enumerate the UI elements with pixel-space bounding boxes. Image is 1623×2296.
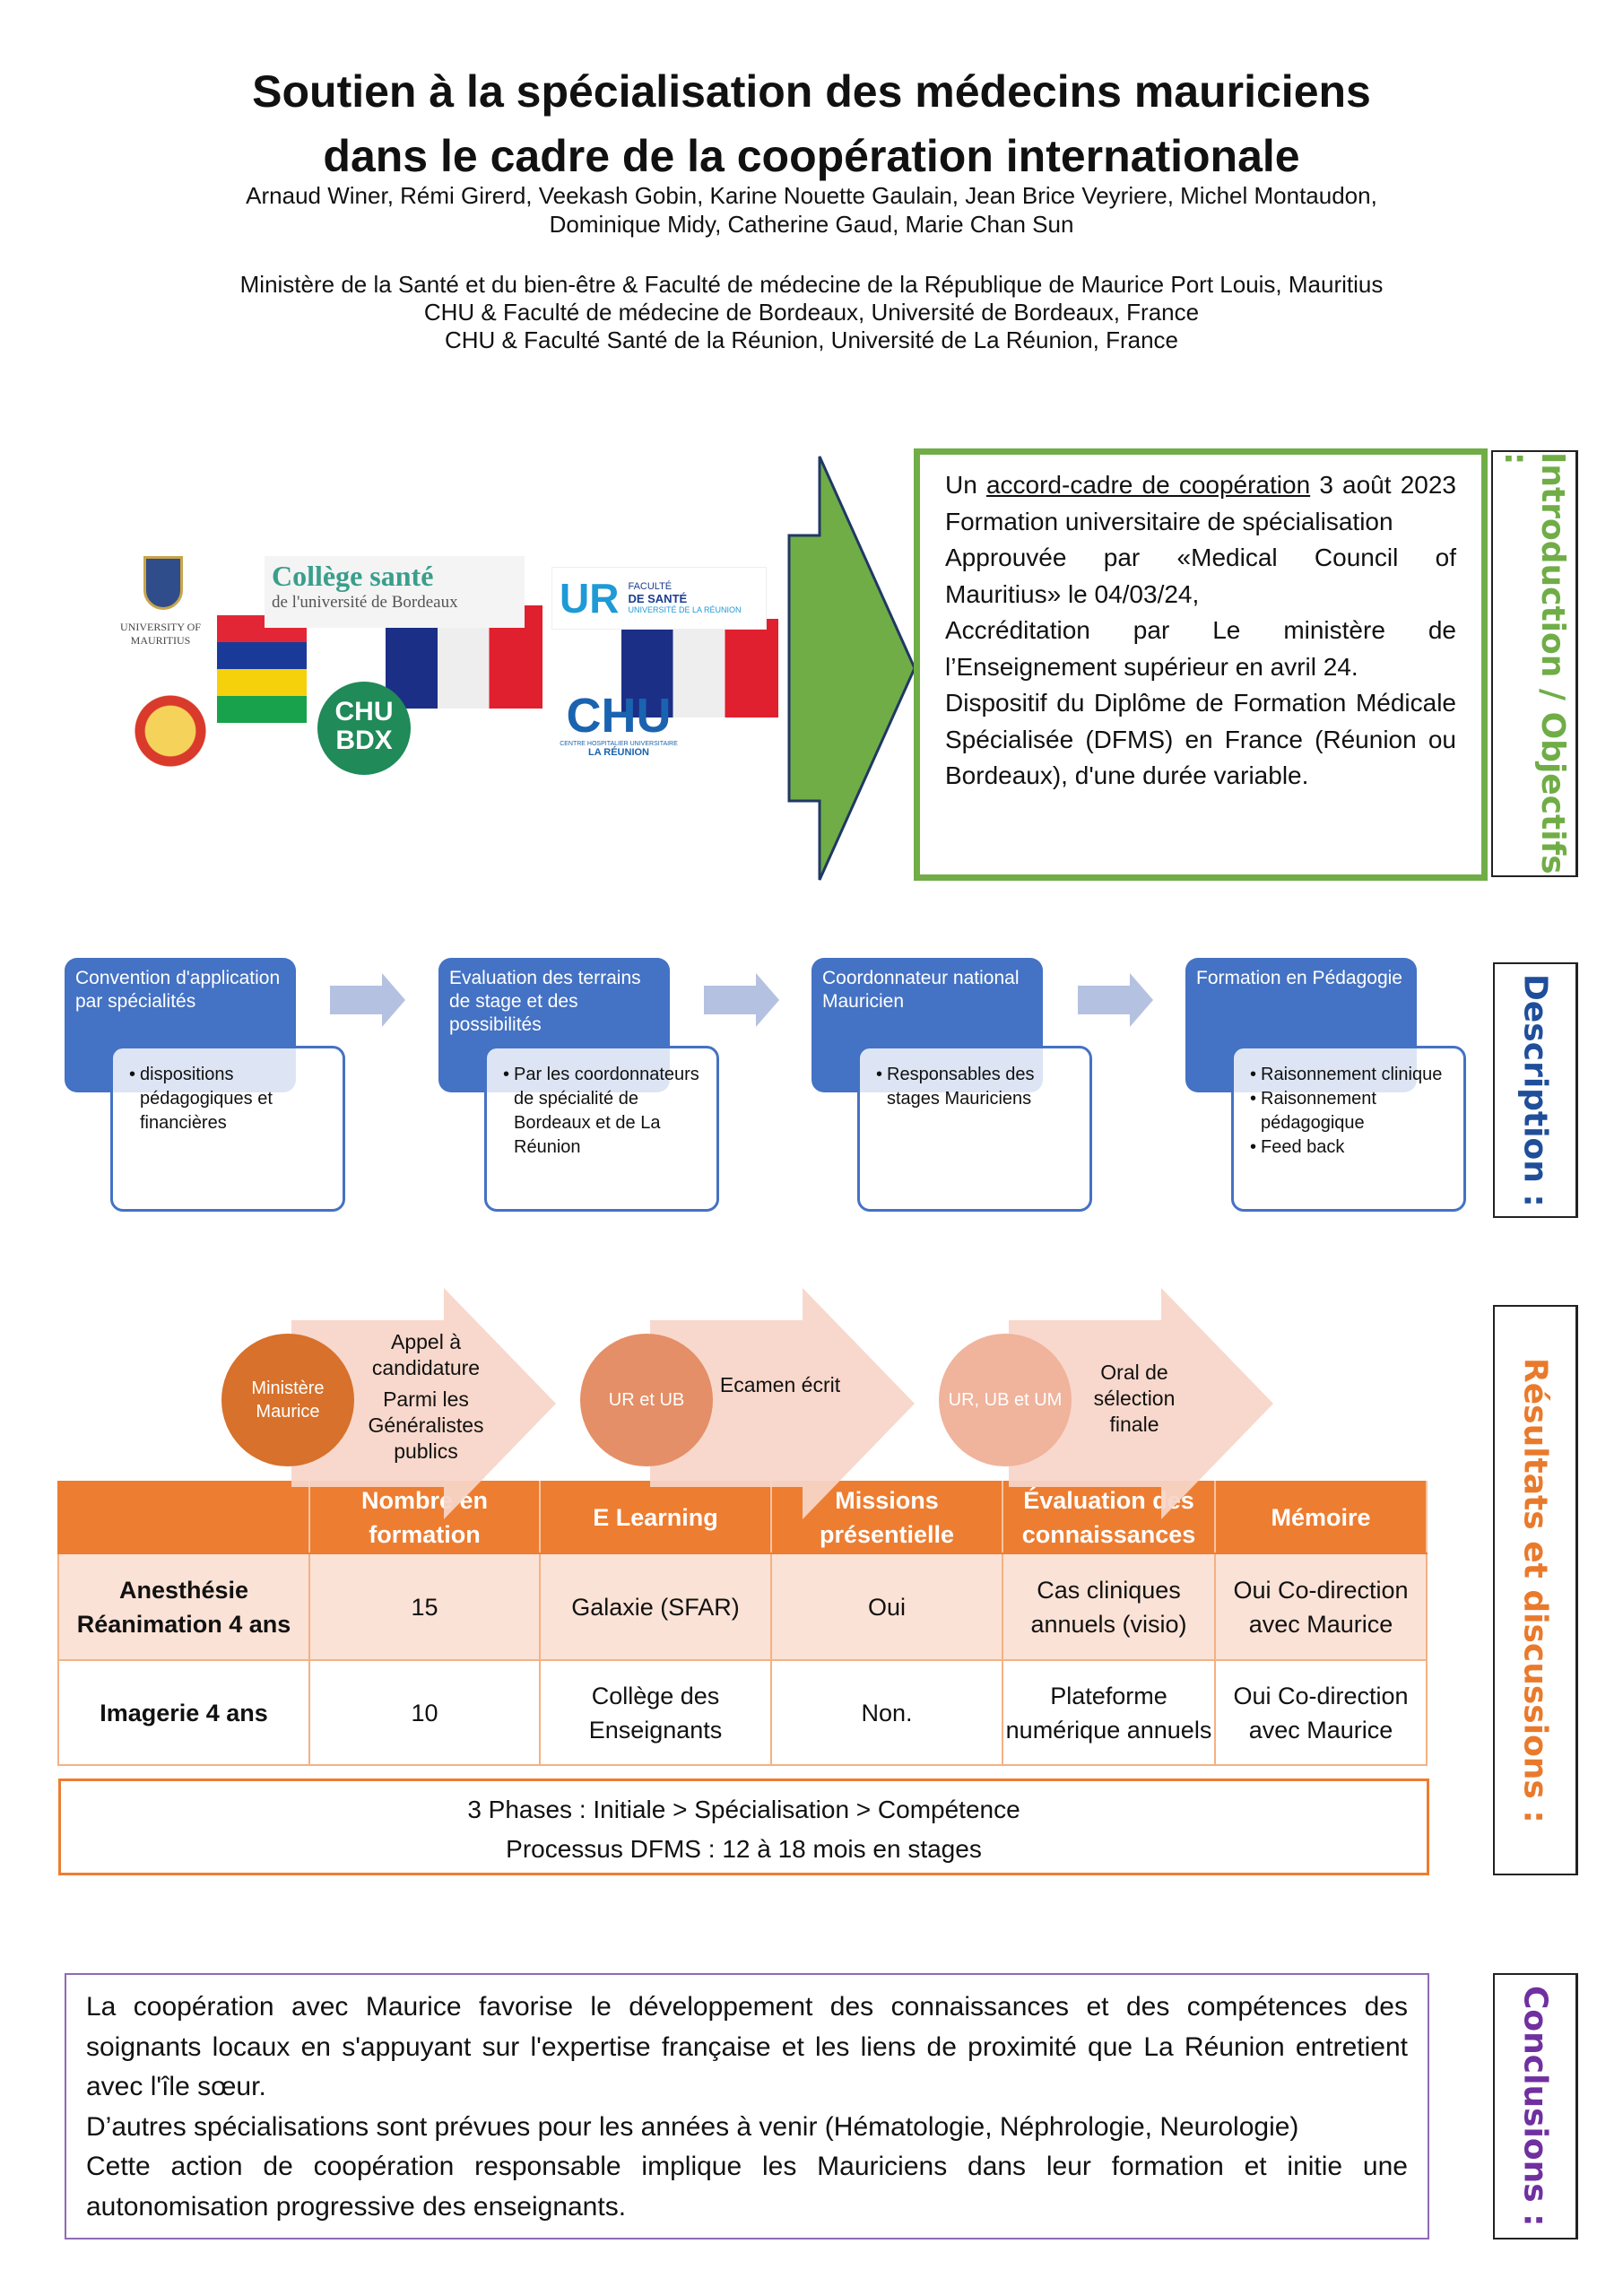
- affiliation: CHU & Faculté de médecine de Bordeaux, U…: [423, 299, 1200, 326]
- chu-reunion-logo: CHU CENTRE HOSPITALIER UNIVERSITAIRE LA …: [547, 691, 690, 758]
- ur-faculte: FACULTÉ: [628, 580, 673, 592]
- green-arrow-icon: [787, 456, 916, 881]
- ur-sante: DE SANTÉ: [628, 591, 688, 605]
- step-details: dispositions pédagogiques et financières: [110, 1046, 345, 1212]
- chevron-arrow-icon: [650, 1288, 915, 1519]
- row-header: Imagerie 4 ans: [57, 1659, 310, 1766]
- phases-line: 3 Phases : Initiale > Spécialisation > C…: [467, 1796, 1020, 1823]
- actor-circle: UR et UB: [580, 1334, 713, 1466]
- table-cell: Plateforme numérique annuels: [1002, 1659, 1216, 1766]
- table-cell: Oui Co-direction avec Maurice: [1214, 1552, 1428, 1661]
- conclusion-p3: Cette action de coopération responsable …: [86, 2152, 1408, 2222]
- bullet: Raisonnement pédagogique: [1250, 1087, 1451, 1135]
- table-row: Anesthésie Réanimation 4 ans 15 Galaxie …: [57, 1552, 1428, 1661]
- description-section-label: Description :: [1493, 962, 1578, 1218]
- table-row: Imagerie 4 ans 10 Collège des Enseignant…: [57, 1659, 1428, 1766]
- arrow-right-icon: [330, 973, 405, 1027]
- chu-reunion-place: LA RÉUNION: [587, 747, 650, 758]
- intro-p3: Accréditation par Le ministère de l’Ense…: [945, 616, 1456, 681]
- france-flag: [621, 619, 778, 718]
- step-a: Appel à candidature: [371, 1330, 481, 1379]
- chevron-arrow-icon: [291, 1288, 556, 1519]
- phases-box: 3 Phases : Initiale > Spécialisation > C…: [58, 1779, 1429, 1875]
- step-details: Par les coordonnateurs de spécialité de …: [484, 1046, 719, 1212]
- intro-label-text: Introduction / Objectifs :: [1497, 452, 1571, 874]
- authors-line-1: Arnaud Winer, Rémi Girerd, Veekash Gobin…: [246, 182, 1377, 209]
- bullet: dispositions pédagogiques et financières: [129, 1063, 330, 1135]
- table-cell: Cas cliniques annuels (visio): [1002, 1552, 1216, 1661]
- chu-bdx-text: BDX: [335, 726, 393, 755]
- table-cell: Collège des Enseignants: [539, 1659, 772, 1766]
- conclusion-p1: La coopération avec Maurice favorise le …: [86, 1992, 1408, 2101]
- bullet: Feed back: [1250, 1135, 1451, 1160]
- chu-reunion-text: CHU: [566, 689, 672, 743]
- bullet: Responsables des stages Mauriciens: [876, 1063, 1077, 1111]
- college-sante-subtitle: de l'université de Bordeaux: [272, 593, 458, 612]
- intro-content-box: Un accord-cadre de coopération 3 août 20…: [914, 448, 1488, 881]
- authors: Arnaud Winer, Rémi Girerd, Veekash Gobin…: [135, 181, 1488, 239]
- chu-bdx-logo: CHU BDX: [317, 682, 411, 775]
- intro-p1: Un accord-cadre de coopération 3 août 20…: [945, 467, 1456, 540]
- ur-subtitle: FACULTÉ DE SANTÉ UNIVERSITÉ DE LA RÉUNIO…: [628, 581, 741, 616]
- actor-circle: Ministère Maurice: [221, 1334, 354, 1466]
- ur-text: UR: [560, 575, 620, 622]
- step-b: Parmi les Généralistes publics: [368, 1387, 484, 1463]
- college-sante-logo: Collège santé de l'université de Bordeau…: [265, 556, 525, 628]
- results-label-text: Résultats et discussions :: [1516, 1357, 1554, 1823]
- header-cell: [57, 1481, 310, 1554]
- uom-logo-text: UNIVERSITY OF MAURITIUS: [120, 621, 201, 647]
- table-cell: Non.: [770, 1659, 1003, 1766]
- mauritius-coat-of-arms: [103, 682, 238, 780]
- intro-text: 3 août 2023 Formation universitaire de s…: [945, 471, 1456, 535]
- conclusions-section-label: Conclusions :: [1493, 1973, 1578, 2239]
- affiliations: Ministère de la Santé et du bien-être & …: [135, 271, 1488, 354]
- arrow-right-icon: [704, 973, 779, 1027]
- header-cell: Missions présentielle: [770, 1481, 1003, 1554]
- row-header: Anesthésie Réanimation 4 ans: [57, 1552, 310, 1661]
- conclusions-box: La coopération avec Maurice favorise le …: [65, 1973, 1429, 2239]
- table-cell: Oui Co-direction avec Maurice: [1214, 1659, 1428, 1766]
- logos-group: UNIVERSITY OF MAURITIUS Collège santé de…: [99, 556, 780, 789]
- results-table: Nombre en formation E Learning Missions …: [57, 1481, 1428, 1766]
- table-cell: Oui: [770, 1552, 1003, 1661]
- conclusion-p2: D’autres spécialisations sont prévues po…: [86, 2111, 1299, 2142]
- header-cell: Mémoire: [1214, 1481, 1428, 1554]
- authors-line-2: Dominique Midy, Catherine Gaud, Marie Ch…: [549, 211, 1074, 238]
- chu-reunion-sub: CENTRE HOSPITALIER UNIVERSITAIRE: [560, 741, 678, 747]
- college-sante-title: Collège santé: [272, 560, 434, 592]
- intro-section-label: Introduction / Objectifs :: [1491, 450, 1578, 877]
- title-line-1: Soutien à la spécialisation des médecins…: [252, 66, 1371, 117]
- table-cell: Galaxie (SFAR): [539, 1552, 772, 1661]
- ur-univ: UNIVERSITÉ DE LA RÉUNION: [628, 604, 742, 614]
- header-cell: E Learning: [539, 1481, 772, 1554]
- bullet: Raisonnement clinique: [1250, 1063, 1451, 1087]
- arrow-right-icon: [1078, 973, 1153, 1027]
- intro-text: Un: [945, 471, 986, 499]
- chevron-arrow-icon: [1009, 1288, 1273, 1519]
- results-section-label: Résultats et discussions :: [1493, 1305, 1578, 1875]
- intro-p4: Dispositif du Diplôme de Formation Médic…: [945, 689, 1456, 789]
- bullet: Par les coordonnateurs de spécialité de …: [503, 1063, 704, 1160]
- accord-cadre-link[interactable]: accord-cadre de coopération: [985, 471, 1311, 499]
- affiliation: CHU & Faculté Santé de la Réunion, Unive…: [445, 326, 1178, 353]
- affiliation: Ministère de la Santé et du bien-être & …: [239, 271, 1384, 298]
- table-cell: 15: [308, 1552, 541, 1661]
- step-details: Responsables des stages Mauriciens: [857, 1046, 1092, 1212]
- table-cell: 10: [308, 1659, 541, 1766]
- poster-title: Soutien à la spécialisation des médecins…: [0, 59, 1623, 188]
- phases-line: Processus DFMS : 12 à 18 mois en stages: [506, 1835, 982, 1863]
- process-step-text: Appel à candidature Parmi les Généralist…: [354, 1329, 498, 1465]
- conclusions-label-text: Conclusions :: [1516, 1986, 1554, 2227]
- title-line-2: dans le cadre de la coopération internat…: [323, 131, 1300, 181]
- process-step-text: Oral de sélection finale: [1093, 1361, 1176, 1436]
- actor-circle: UR, UB et UM: [939, 1334, 1072, 1466]
- description-label-text: Description :: [1516, 973, 1554, 1207]
- intro-p2: Approuvée par «Medical Council of Maurit…: [945, 544, 1456, 608]
- chu-bdx-text: CHU: [334, 697, 394, 726]
- step-details: Raisonnement clinique Raisonnement pédag…: [1231, 1046, 1466, 1212]
- process-chevrons: [291, 1288, 1273, 1519]
- process-step-text: Ecamen écrit: [719, 1373, 841, 1396]
- uom-crest-logo: [143, 556, 183, 610]
- ur-faculte-sante-logo: UR FACULTÉ DE SANTÉ UNIVERSITÉ DE LA RÉU…: [551, 567, 767, 630]
